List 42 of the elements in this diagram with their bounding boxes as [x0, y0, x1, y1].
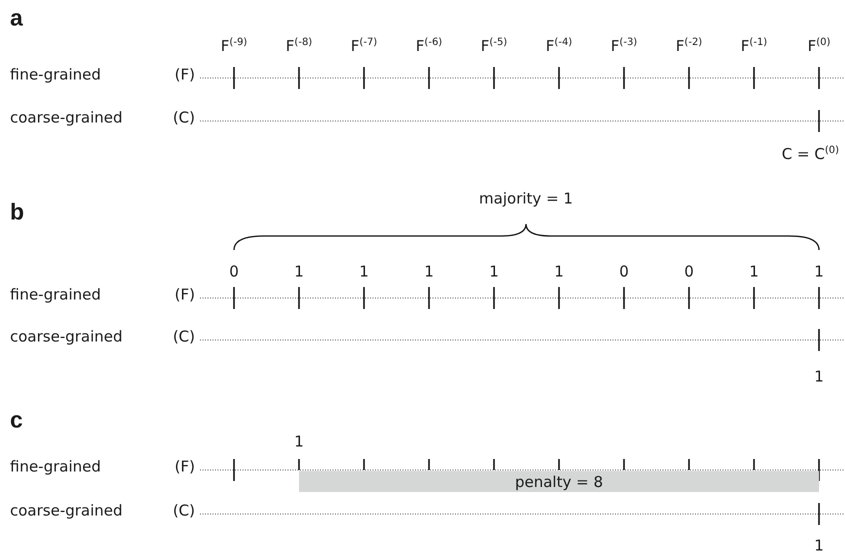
time-label: F$^{(-7)}$: [350, 38, 378, 54]
row-label: (F): [174, 460, 195, 474]
row-label: (F): [174, 68, 195, 82]
row-label: coarse-grained: [10, 330, 123, 344]
row-label: (C): [172, 110, 195, 126]
panel-label: a: [10, 6, 23, 30]
time-label: F$^{(-5)}$: [480, 38, 508, 54]
value-label: 1: [294, 434, 304, 450]
annotation: majority = 1: [479, 192, 573, 206]
value-label: 0: [229, 264, 239, 280]
time-label: F$^{(0)}$: [808, 38, 830, 54]
time-label: F$^{(-2)}$: [676, 38, 702, 54]
row-label: (C): [172, 330, 195, 344]
penalty-bar: [299, 471, 819, 492]
value-label: 1: [554, 264, 564, 280]
value-label: 1: [424, 264, 434, 280]
row-label: coarse-grained: [10, 110, 123, 126]
value-label: 0: [619, 264, 629, 280]
row-label: fine-grained: [10, 68, 101, 82]
time-label: F$^{(-3)}$: [610, 38, 638, 54]
value-label: 1: [294, 264, 304, 280]
panel-label: b: [10, 200, 24, 224]
time-label: F$^{(-9)}$: [220, 38, 248, 54]
value-label: 0: [684, 264, 694, 280]
row-label: (F): [174, 288, 195, 302]
penalty-label: penalty = 8: [514, 472, 604, 490]
value-label: 1: [749, 264, 759, 280]
row-label: fine-grained: [10, 460, 101, 474]
time-label: F$^{(-8)}$: [286, 38, 312, 54]
panel-label: c: [10, 408, 23, 432]
value-label: 1: [814, 538, 824, 552]
value-label: 1: [814, 370, 824, 384]
time-label: C = C$^{(0)}$: [782, 146, 839, 162]
row-label: coarse-grained: [10, 504, 123, 518]
row-label: (C): [172, 504, 195, 518]
value-label: 1: [359, 264, 369, 280]
row-label: fine-grained: [10, 288, 101, 302]
value-label: 1: [489, 264, 499, 280]
time-label: F$^{(-1)}$: [740, 38, 768, 54]
value-label: 1: [814, 264, 824, 280]
time-label: F$^{(-6)}$: [416, 38, 442, 54]
time-label: F$^{(-4)}$: [546, 38, 572, 54]
